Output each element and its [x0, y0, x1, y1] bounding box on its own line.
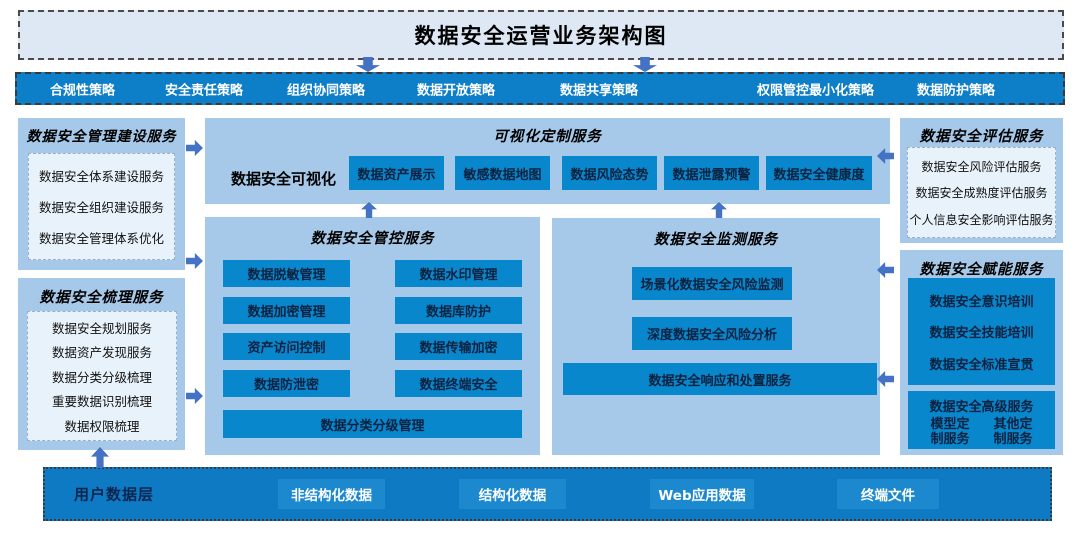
data-chip: 终端文件 [837, 479, 939, 509]
list-item: 数据安全风险评估服务 [921, 159, 1042, 174]
control-button: 数据库防护 [395, 297, 522, 324]
policy-item: 组织协同策略 [287, 83, 366, 98]
control-button: 数据脱敏管理 [223, 260, 350, 287]
assessment-box-title: 数据安全评估服务 [919, 129, 1044, 145]
vis-button: 数据安全健康度 [766, 156, 872, 190]
policy-item: 权限管控最小化策略 [757, 83, 875, 98]
monitoring-button: 数据安全响应和处置服务 [563, 363, 877, 395]
vis-button: 数据风险态势 [562, 156, 657, 190]
monitoring-button: 场景化数据安全风险监测 [632, 267, 792, 300]
enablement-advanced-panel: 数据安全高级服务 模型定制服务 其他定制服务 [908, 391, 1055, 449]
vis-button: 敏感数据地图 [455, 156, 550, 190]
assessment-box-list: 数据安全风险评估服务 数据安全成熟度评估服务 个人信息安全影响评估服务 [907, 147, 1056, 238]
list-item: 数据安全成熟度评估服务 [915, 186, 1048, 200]
list-item: 数据分类分级梳理 [51, 369, 152, 385]
title-bar: 数据安全运营业务架构图 [18, 10, 1064, 60]
list-item: 重要数据识别梳理 [51, 394, 152, 409]
policy-item: 数据共享策略 [560, 83, 639, 98]
list-item: 个人信息安全影响评估服务 [909, 212, 1054, 227]
visualization-box: 可视化定制服务 数据安全可视化 数据资产展示 敏感数据地图 数据风险态势 数据泄… [205, 118, 890, 204]
arrow-control-to-visualization-icon [361, 202, 377, 218]
management-box-title: 数据安全管理建设服务 [26, 129, 177, 145]
monitoring-box: 数据安全监测服务 场景化数据安全风险监测 深度数据安全风险分析 数据安全响应和处… [552, 218, 880, 455]
user-data-layer-bar: 用户数据层 非结构化数据 结构化数据 Web应用数据 终端文件 [43, 467, 1052, 521]
control-button: 数据传输加密 [395, 333, 522, 360]
arrow-userdata-to-combing-icon [91, 447, 109, 468]
control-bottom-button: 数据分类分级管理 [223, 410, 522, 438]
control-button: 数据水印管理 [395, 260, 522, 287]
monitoring-button: 深度数据安全风险分析 [632, 317, 792, 350]
control-button: 数据终端安全 [395, 370, 522, 397]
arrow-monitoring-to-visualization-icon [711, 202, 727, 218]
policy-strip: 合规性策略 安全责任策略 组织协同策略 数据开放策略 数据共享策略 权限管控最小… [15, 72, 1065, 105]
policy-item: 数据防护策略 [917, 83, 996, 98]
assessment-box: 数据安全评估服务 数据安全风险评估服务 数据安全成熟度评估服务 个人信息安全影响… [900, 118, 1063, 243]
control-button: 数据加密管理 [223, 297, 350, 324]
vis-button: 数据资产展示 [349, 156, 444, 190]
control-button: 资产访问控制 [223, 333, 350, 360]
advanced-item: 其他定制服务 [993, 417, 1033, 447]
list-item: 数据安全标准宣贯 [929, 357, 1034, 373]
list-item: 数据安全技能培训 [929, 326, 1034, 341]
policy-item: 数据开放策略 [417, 83, 496, 98]
data-chip: 结构化数据 [459, 479, 566, 509]
list-item: 数据安全组织建设服务 [38, 200, 164, 215]
enablement-training-panel: 数据安全意识培训 数据安全技能培训 数据安全标准宣贯 [908, 278, 1055, 385]
list-item: 数据安全意识培训 [929, 294, 1034, 310]
enablement-box-title: 数据安全赋能服务 [919, 262, 1044, 278]
data-chip: Web应用数据 [650, 479, 754, 509]
list-item: 数据权限梳理 [64, 418, 140, 434]
advanced-item: 模型定制服务 [930, 417, 970, 447]
control-box: 数据安全管控服务 数据脱敏管理 数据加密管理 资产访问控制 数据防泄密 数据水印… [205, 217, 540, 455]
policy-item: 安全责任策略 [165, 83, 244, 98]
user-data-layer-label: 用户数据层 [74, 485, 155, 504]
page-title: 数据安全运营业务架构图 [414, 24, 668, 48]
list-item: 数据安全规划服务 [51, 320, 152, 336]
control-button: 数据防泄密 [223, 370, 350, 397]
data-chip: 非结构化数据 [278, 479, 385, 509]
visualization-box-title: 可视化定制服务 [493, 129, 602, 145]
list-item: 数据资产发现服务 [51, 345, 152, 360]
list-item: 数据安全体系建设服务 [38, 169, 164, 184]
data-combing-box: 数据安全梳理服务 数据安全规划服务 数据资产发现服务 数据分类分级梳理 重要数据… [18, 278, 185, 450]
arrow-left-to-control-upper-icon [186, 253, 203, 269]
enablement-box: 数据安全赋能服务 数据安全意识培训 数据安全技能培训 数据安全标准宣贯 数据安全… [900, 250, 1063, 455]
arrow-management-to-visualization-icon [186, 140, 203, 156]
visualization-label: 数据安全可视化 [231, 170, 337, 188]
combing-box-title: 数据安全梳理服务 [39, 290, 164, 306]
vis-button: 数据泄露预警 [664, 156, 759, 190]
advanced-title: 数据安全高级服务 [929, 400, 1034, 415]
monitoring-box-title: 数据安全监测服务 [654, 232, 778, 248]
control-box-title: 数据安全管控服务 [310, 231, 435, 247]
management-box-list: 数据安全体系建设服务 数据安全组织建设服务 数据安全管理体系优化 [28, 153, 175, 260]
policy-item: 合规性策略 [50, 83, 116, 98]
list-item: 数据安全管理体系优化 [38, 231, 164, 246]
combing-box-list: 数据安全规划服务 数据资产发现服务 数据分类分级梳理 重要数据识别梳理 数据权限… [27, 311, 177, 441]
management-construction-box: 数据安全管理建设服务 数据安全体系建设服务 数据安全组织建设服务 数据安全管理体… [18, 118, 185, 270]
arrow-combing-to-control-icon [186, 388, 203, 404]
